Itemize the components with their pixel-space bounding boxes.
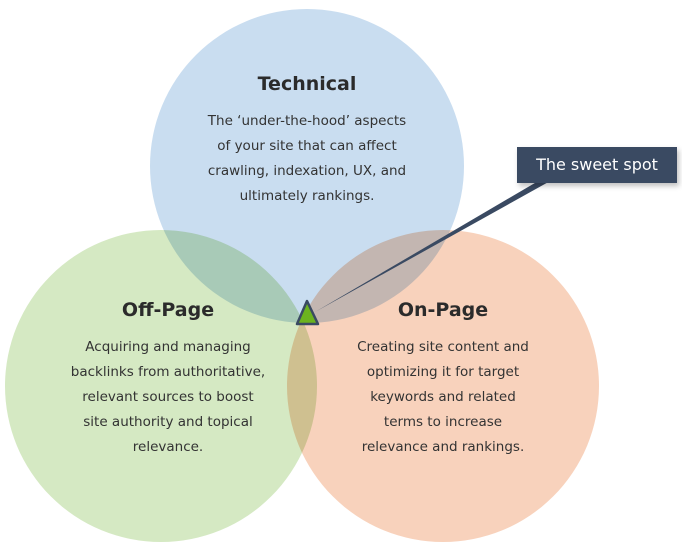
technical-desc-line: The ‘under-the-hood’ aspects bbox=[207, 113, 407, 129]
technical-desc-line: of your site that can affect bbox=[217, 138, 397, 154]
onpage-title: On-Page bbox=[397, 299, 489, 321]
technical-title: Technical bbox=[257, 73, 357, 95]
sweet-spot-triangle-icon bbox=[295, 299, 320, 326]
onpage-desc-line: optimizing it for target bbox=[366, 364, 520, 380]
onpage-desc-line: Creating site content and bbox=[357, 339, 529, 355]
callout-pointer bbox=[315, 180, 552, 312]
onpage-desc-line: keywords and related bbox=[370, 389, 516, 405]
technical-desc-line: crawling, indexation, UX, and bbox=[207, 163, 407, 179]
onpage-desc-line: terms to increase bbox=[383, 414, 503, 430]
onpage-desc-line: relevance and rankings. bbox=[361, 439, 525, 455]
technical-desc-line: ultimately rankings. bbox=[239, 188, 375, 204]
offpage-title: Off-Page bbox=[121, 299, 215, 321]
offpage-desc-line: site authority and topical bbox=[83, 414, 253, 430]
onpage-circle bbox=[287, 230, 599, 542]
offpage-desc-line: relevance. bbox=[132, 439, 204, 455]
sweet-spot-callout: The sweet spot bbox=[517, 147, 677, 183]
offpage-desc-line: relevant sources to boost bbox=[82, 389, 254, 405]
onpage-section: On-Page Creating site content and optimi… bbox=[293, 299, 593, 460]
offpage-circle bbox=[5, 230, 317, 542]
offpage-section: Off-Page Acquiring and managing backlink… bbox=[18, 299, 318, 460]
offpage-desc-line: Acquiring and managing bbox=[85, 339, 251, 355]
offpage-desc-line: backlinks from authoritative, bbox=[70, 364, 266, 380]
technical-section: Technical The ‘under-the-hood’ aspects o… bbox=[157, 73, 457, 209]
